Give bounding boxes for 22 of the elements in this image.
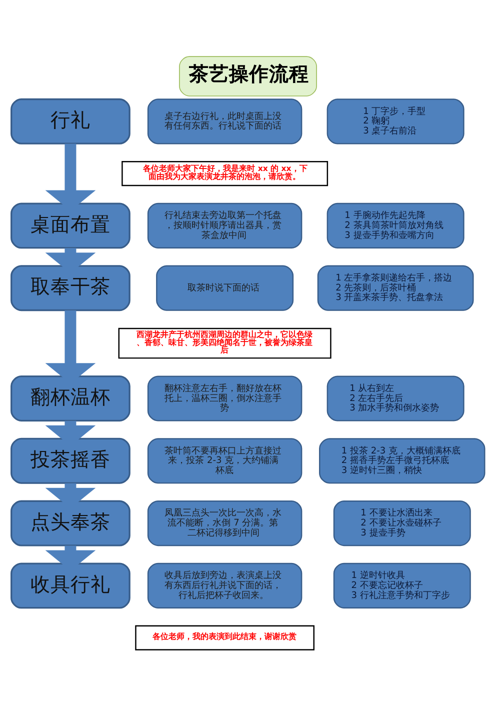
node-box: 1 逆时针收具 2 不要忘记收杯子 3 行礼注意手势和丁字步 xyxy=(333,562,471,608)
node-box: 投茶摇香 xyxy=(10,437,130,484)
node-box: 收具行礼 xyxy=(10,562,130,608)
node-box: 翻杯温杯 xyxy=(10,375,130,421)
node-box: 1 丁字步，手型 2 鞠躬 3 桌子右前沿 xyxy=(326,98,464,144)
node-box: 取茶时说下面的话 xyxy=(156,264,294,310)
node-box: 茶叶筒不要再杯口上方直接过来，投茶 2-3 克，大约铺满杯底 xyxy=(147,438,302,484)
node-box: 凤凰三点头一次比一次高，水流不能断，水倒 7 分满。第二杯记得移到中间 xyxy=(147,500,302,546)
node-box: 取奉干茶 xyxy=(10,264,130,311)
node-box: 1 投茶 2-3 克，大概铺满杯底 2 摇香手势左手微弓托杯底 3 逆时针三圈，稍快 xyxy=(319,438,486,484)
node-box: 点头奉茶 xyxy=(10,500,130,546)
node-box: 1 从右到左 2 左右手先后 3 加水手势和倒水姿势 xyxy=(326,375,464,421)
node-box: 1 手腕动作先起先降 2 茶具筒茶叶筒放对角线 3 提壶手势和壶嘴方向 xyxy=(326,202,464,248)
node-box: 桌子右边行礼，此时桌面上没有任何东西。行礼说下面的话 xyxy=(147,98,302,144)
node-box: 1 不要让水洒出来 2 不要让水壶碰杯子 3 提壶手势 xyxy=(333,500,471,546)
node-box: 行礼 xyxy=(10,98,130,144)
node-box: 桌面布置 xyxy=(10,202,130,248)
node-box: 1 左手拿茶则递给右手，搭边 2 先茶则，后茶叶桶 3 开盖来茶手势、托盘拿法 xyxy=(317,264,474,310)
node-box: 行礼结束去旁边取第一个托盘，按顺时针顺序请出器具，赏茶盒放中间 xyxy=(147,202,302,248)
diagram-title: 茶艺操作流程 xyxy=(188,62,309,86)
node-box: 收具后放到旁边，表演桌上没有东西后行礼并说下面的话，行礼后把杯子收回来。 xyxy=(147,562,302,608)
node-box: 翻杯注意左右手，翻好放在杯托上，温杯三圈，倒水注意手势 xyxy=(147,375,302,421)
